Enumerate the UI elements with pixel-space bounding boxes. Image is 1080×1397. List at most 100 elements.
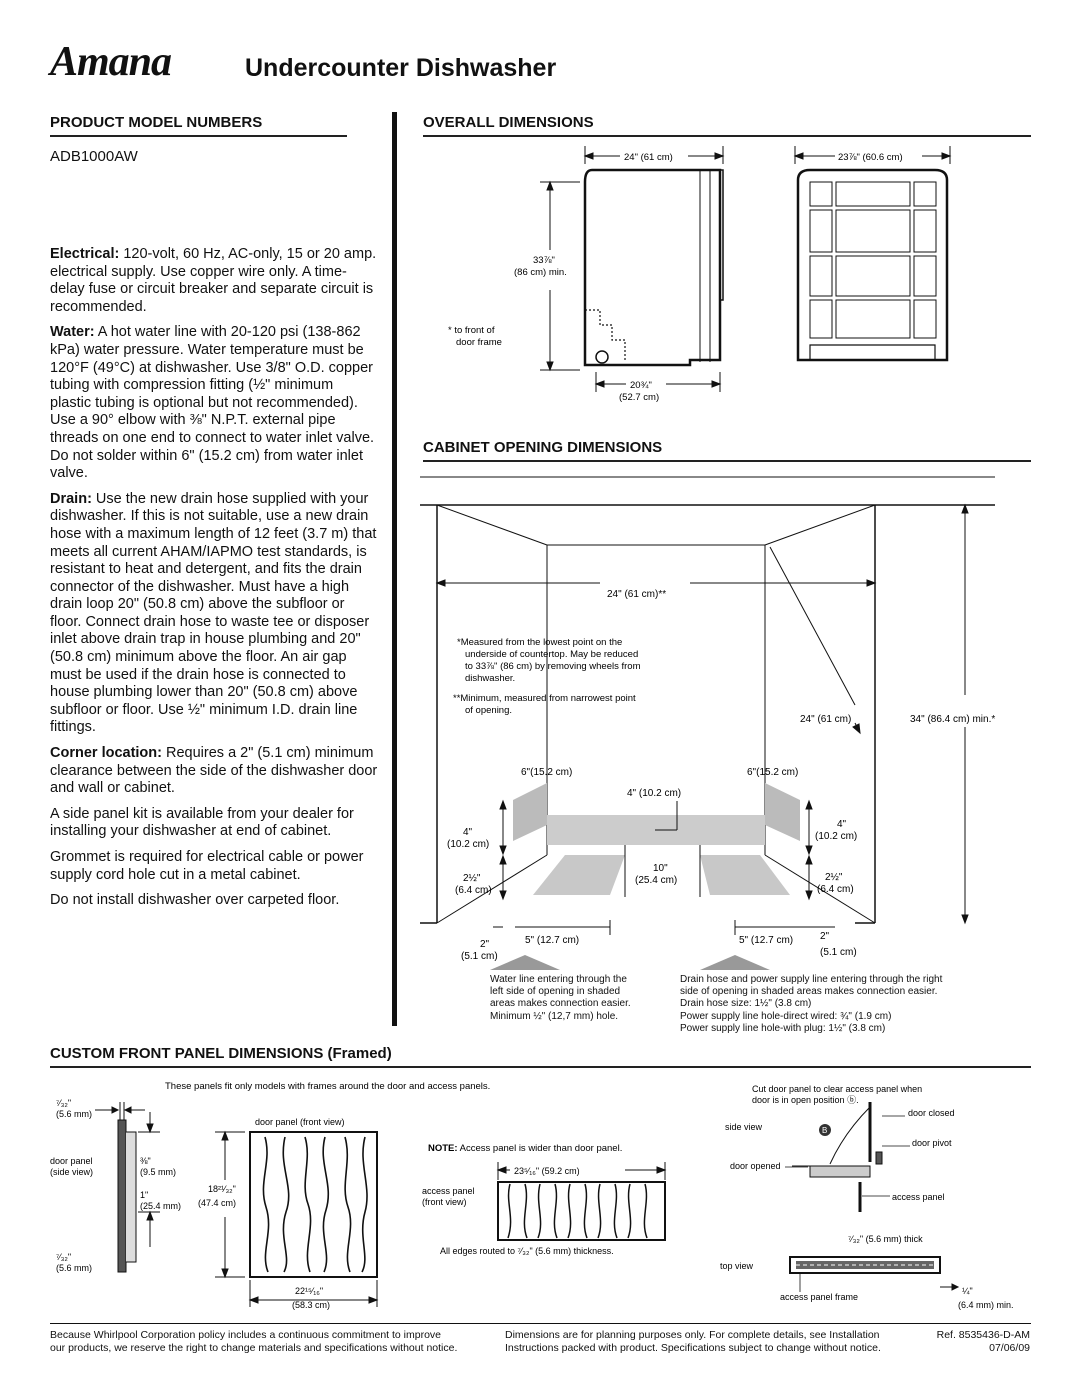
cabinet-notes: *Measured from the lowest point on the u…	[453, 637, 641, 716]
w-a: 22¹⁵⁄₁₆"	[295, 1286, 323, 1296]
right-4-b: (10.2 cm)	[815, 831, 857, 842]
frame-label: access panel frame	[780, 1292, 858, 1302]
right-vertical-dims	[805, 799, 813, 901]
door-height-dim	[215, 1130, 245, 1279]
heading-rule	[50, 1066, 1031, 1068]
d38-a: ⅜"	[140, 1156, 151, 1166]
ten-b: (25.4 cm)	[635, 875, 677, 886]
door-front-label: door panel (front view)	[255, 1117, 345, 1127]
ten-a: 10"	[653, 863, 668, 874]
corner-spec: Corner location: Requires a 2" (5.1 cm) …	[50, 745, 378, 798]
door-label-2: (52.7 cm)	[619, 392, 659, 403]
d1-a: 1"	[140, 1190, 148, 1200]
door-panel-front-view	[249, 1131, 378, 1278]
t1-b: (5.6 mm)	[56, 1109, 92, 1119]
t2-a: ⁷⁄₃₂"	[56, 1252, 71, 1262]
ten-inch-dim	[624, 845, 701, 897]
cabinet-note-1-line-3: to 33⅞" (86 cm) by removing wheels from	[465, 661, 641, 672]
cabinet-note-1-line-2: underside of countertop. May be reduced	[465, 649, 638, 660]
policy-line-1: Because Whirlpool Corporation policy inc…	[50, 1329, 442, 1341]
side-panel-note: A side panel kit is available from your …	[50, 805, 354, 840]
left-6-label: 6"(15.2 cm)	[521, 767, 572, 778]
q-b: (6.4 mm) min.	[958, 1300, 1014, 1310]
dims-line-2: Instructions packed with product. Specif…	[505, 1342, 881, 1354]
note-label: NOTE:	[428, 1143, 458, 1154]
cabinet-opening-diagram: 24" (61 cm)** 34" (86.4 cm) min.* 24" (6…	[420, 476, 995, 970]
dims-line-1: Dimensions are for planning purposes onl…	[505, 1329, 880, 1341]
door-side-b: (side view)	[50, 1167, 93, 1177]
door-side-clearance-view	[785, 1102, 910, 1212]
opening-width-line	[435, 579, 877, 587]
left-2-b: (5.1 cm)	[461, 951, 498, 962]
column-divider	[392, 112, 397, 1026]
thick-label: ⁷⁄₃₂" (5.6 mm) thick	[848, 1234, 923, 1244]
depth-24-label: 24" (61 cm)	[800, 714, 851, 725]
page-title: Undercounter Dishwasher	[245, 54, 557, 82]
left-25-a: 2½"	[463, 873, 481, 884]
drain-note-line-2: side of opening in shaded areas makes co…	[680, 986, 938, 998]
edges-note: All edges routed to ⁷⁄₃₂" (5.6 mm) thick…	[440, 1246, 614, 1256]
door-pivot-label: door pivot	[912, 1138, 952, 1148]
grommet-note: Grommet is required for electrical cable…	[50, 849, 364, 883]
door-opened-label: door opened	[730, 1161, 781, 1171]
access-b: (front view)	[422, 1197, 467, 1207]
cut-1: Cut door panel to clear access panel whe…	[752, 1084, 922, 1094]
right-5-label: 5" (12.7 cm)	[739, 935, 793, 946]
model-numbers-heading: PRODUCT MODEL NUMBERS	[50, 114, 263, 131]
water-line-arrow	[490, 955, 560, 970]
height-label-2: (86 cm) min.	[514, 267, 567, 278]
note-text: Access panel is wider than door panel.	[458, 1143, 623, 1154]
side-view-thickness-dims	[95, 1102, 145, 1120]
left-4-a: 4"	[463, 827, 473, 838]
water-spec: Water: A hot water line with 20-120 psi …	[50, 324, 378, 482]
d38-b: (9.5 mm)	[140, 1167, 176, 1177]
height-dimension-line	[540, 180, 580, 372]
model-number: ADB1000AW	[50, 148, 138, 165]
access-panel-label: access panel	[892, 1192, 945, 1202]
drain-note-line-4: Power supply line hole-direct wired: ¾" …	[680, 1010, 892, 1022]
door-width-dim	[248, 1280, 379, 1307]
corner-text: Requires a 2" (5.1 cm) minimum clearance…	[50, 745, 378, 797]
center-4-label: 4" (10.2 cm)	[627, 788, 681, 799]
cabinet-note-2-line-1: **Minimum, measured from narrowest point	[453, 693, 636, 704]
corner-label: Corner location:	[50, 745, 162, 762]
drain-note-line-1: Drain hose and power supply line enterin…	[680, 974, 943, 985]
water-line-note: Water line entering through the left sid…	[490, 974, 670, 1023]
access-panel-front-view	[497, 1181, 666, 1241]
electrical-text: 120-volt, 60 Hz, AC-only, 15 or 20 amp. …	[50, 246, 377, 315]
side-view-label: side view	[725, 1122, 763, 1132]
right-2-b: (5.1 cm)	[820, 947, 857, 958]
footer-reference: Ref. 8535436-D-AM 07/06/09	[930, 1329, 1030, 1355]
door-dimension-line	[594, 372, 722, 392]
door-side-a: door panel	[50, 1156, 93, 1166]
ref-number: Ref. 8535436-D-AM	[936, 1329, 1030, 1341]
dishwasher-side-view	[583, 168, 724, 367]
left-5-label: 5" (12.7 cm)	[525, 935, 579, 946]
cabinet-opening-heading: CABINET OPENING DIMENSIONS	[423, 439, 663, 456]
height-label-1: 33⅞"	[533, 255, 555, 266]
water-note-line-1: Water line entering through the	[490, 974, 627, 985]
five-inch-dims	[493, 920, 835, 935]
water-note-line-2: left side of opening in shaded	[490, 986, 621, 998]
footer-rule	[50, 1323, 1031, 1324]
access-a: access panel	[422, 1186, 475, 1196]
access-frame-top-view	[789, 1256, 941, 1274]
b-marker-icon	[819, 1124, 831, 1136]
right-2-a: 2"	[820, 931, 830, 942]
water-note-line-4: Minimum ½" (12,7 mm) hole.	[490, 1010, 619, 1022]
center-4-leader	[655, 801, 678, 831]
right-25-b: (6.4 cm)	[817, 884, 854, 895]
door-panel-side-view	[117, 1119, 127, 1273]
left-vertical-dims	[499, 799, 507, 901]
width-dimension-line	[793, 146, 952, 164]
h-b: (47.4 cm)	[198, 1198, 236, 1208]
drain-spec: Drain: Use the new drain hose supplied w…	[50, 491, 378, 737]
h-a: 18²¹⁄₃₂"	[208, 1184, 236, 1194]
access-w: 23⁵⁄₁₆" (59.2 cm)	[514, 1166, 580, 1176]
footer-policy: Because Whirlpool Corporation policy inc…	[50, 1329, 457, 1355]
depth-label: 24" (61 cm)	[624, 152, 673, 163]
depth-dimension-line	[583, 146, 725, 164]
access-width-dim	[496, 1162, 667, 1180]
dishwasher-front-view	[796, 168, 949, 362]
right-4-a: 4"	[837, 819, 847, 830]
